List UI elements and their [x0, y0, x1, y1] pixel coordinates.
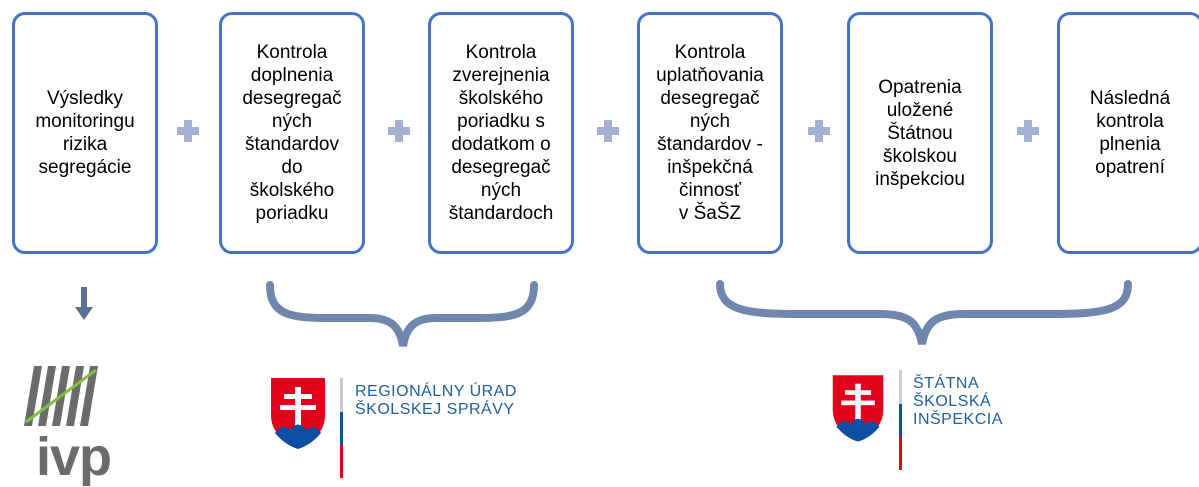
step-label: Opatrenia uložené Štátnou školskou inšpe…: [875, 76, 965, 190]
brace-state-inspection: [716, 280, 1132, 345]
step-label: Kontrola zverejnenia školského poriadku …: [448, 42, 554, 224]
step-box-follow-up-check: Následná kontrola plnenia opatrení: [1057, 12, 1199, 254]
slovak-coat-of-arms-icon: [269, 376, 327, 451]
ivp-logo-text: ivp: [36, 427, 112, 487]
step-label: Následná kontrola plnenia opatrení: [1089, 88, 1171, 178]
step-box-application-check: Kontrola uplatňovania desegregač ných št…: [637, 12, 783, 254]
step-box-publication-check: Kontrola zverejnenia školského poriadku …: [428, 12, 574, 254]
plus-icon: [808, 120, 830, 142]
step-box-imposed-measures: Opatrenia uložené Štátnou školskou inšpe…: [847, 12, 993, 254]
slovak-coat-of-arms-icon: [830, 373, 886, 443]
plus-icon: [177, 120, 199, 142]
step-label: Kontrola uplatňovania desegregač ných št…: [656, 42, 764, 224]
brace-regional-office: [266, 281, 538, 347]
step-box-standards-addition-check: Kontrola doplnenia desegregač ných štand…: [219, 12, 365, 254]
plus-icon: [388, 120, 410, 142]
step-box-monitoring-results: Výsledky monitoringu rizika segregácie: [12, 12, 158, 254]
step-label: Výsledky monitoringu rizika segregácie: [35, 88, 135, 178]
tricolor-divider: [899, 370, 902, 470]
down-arrow-icon: [75, 287, 93, 320]
ivp-logo-icon: [24, 366, 98, 426]
plus-icon: [597, 120, 619, 142]
step-label: Kontrola doplnenia desegregač ných štand…: [242, 42, 342, 224]
tricolor-divider: [340, 378, 343, 478]
plus-icon: [1017, 120, 1039, 142]
state-inspection-name: ŠTÁTNA ŠKOLSKÁ INŠPEKCIA: [913, 375, 1003, 428]
regional-office-name: REGIONÁLNY ÚRAD ŠKOLSKEJ SPRÁVY: [355, 383, 517, 418]
